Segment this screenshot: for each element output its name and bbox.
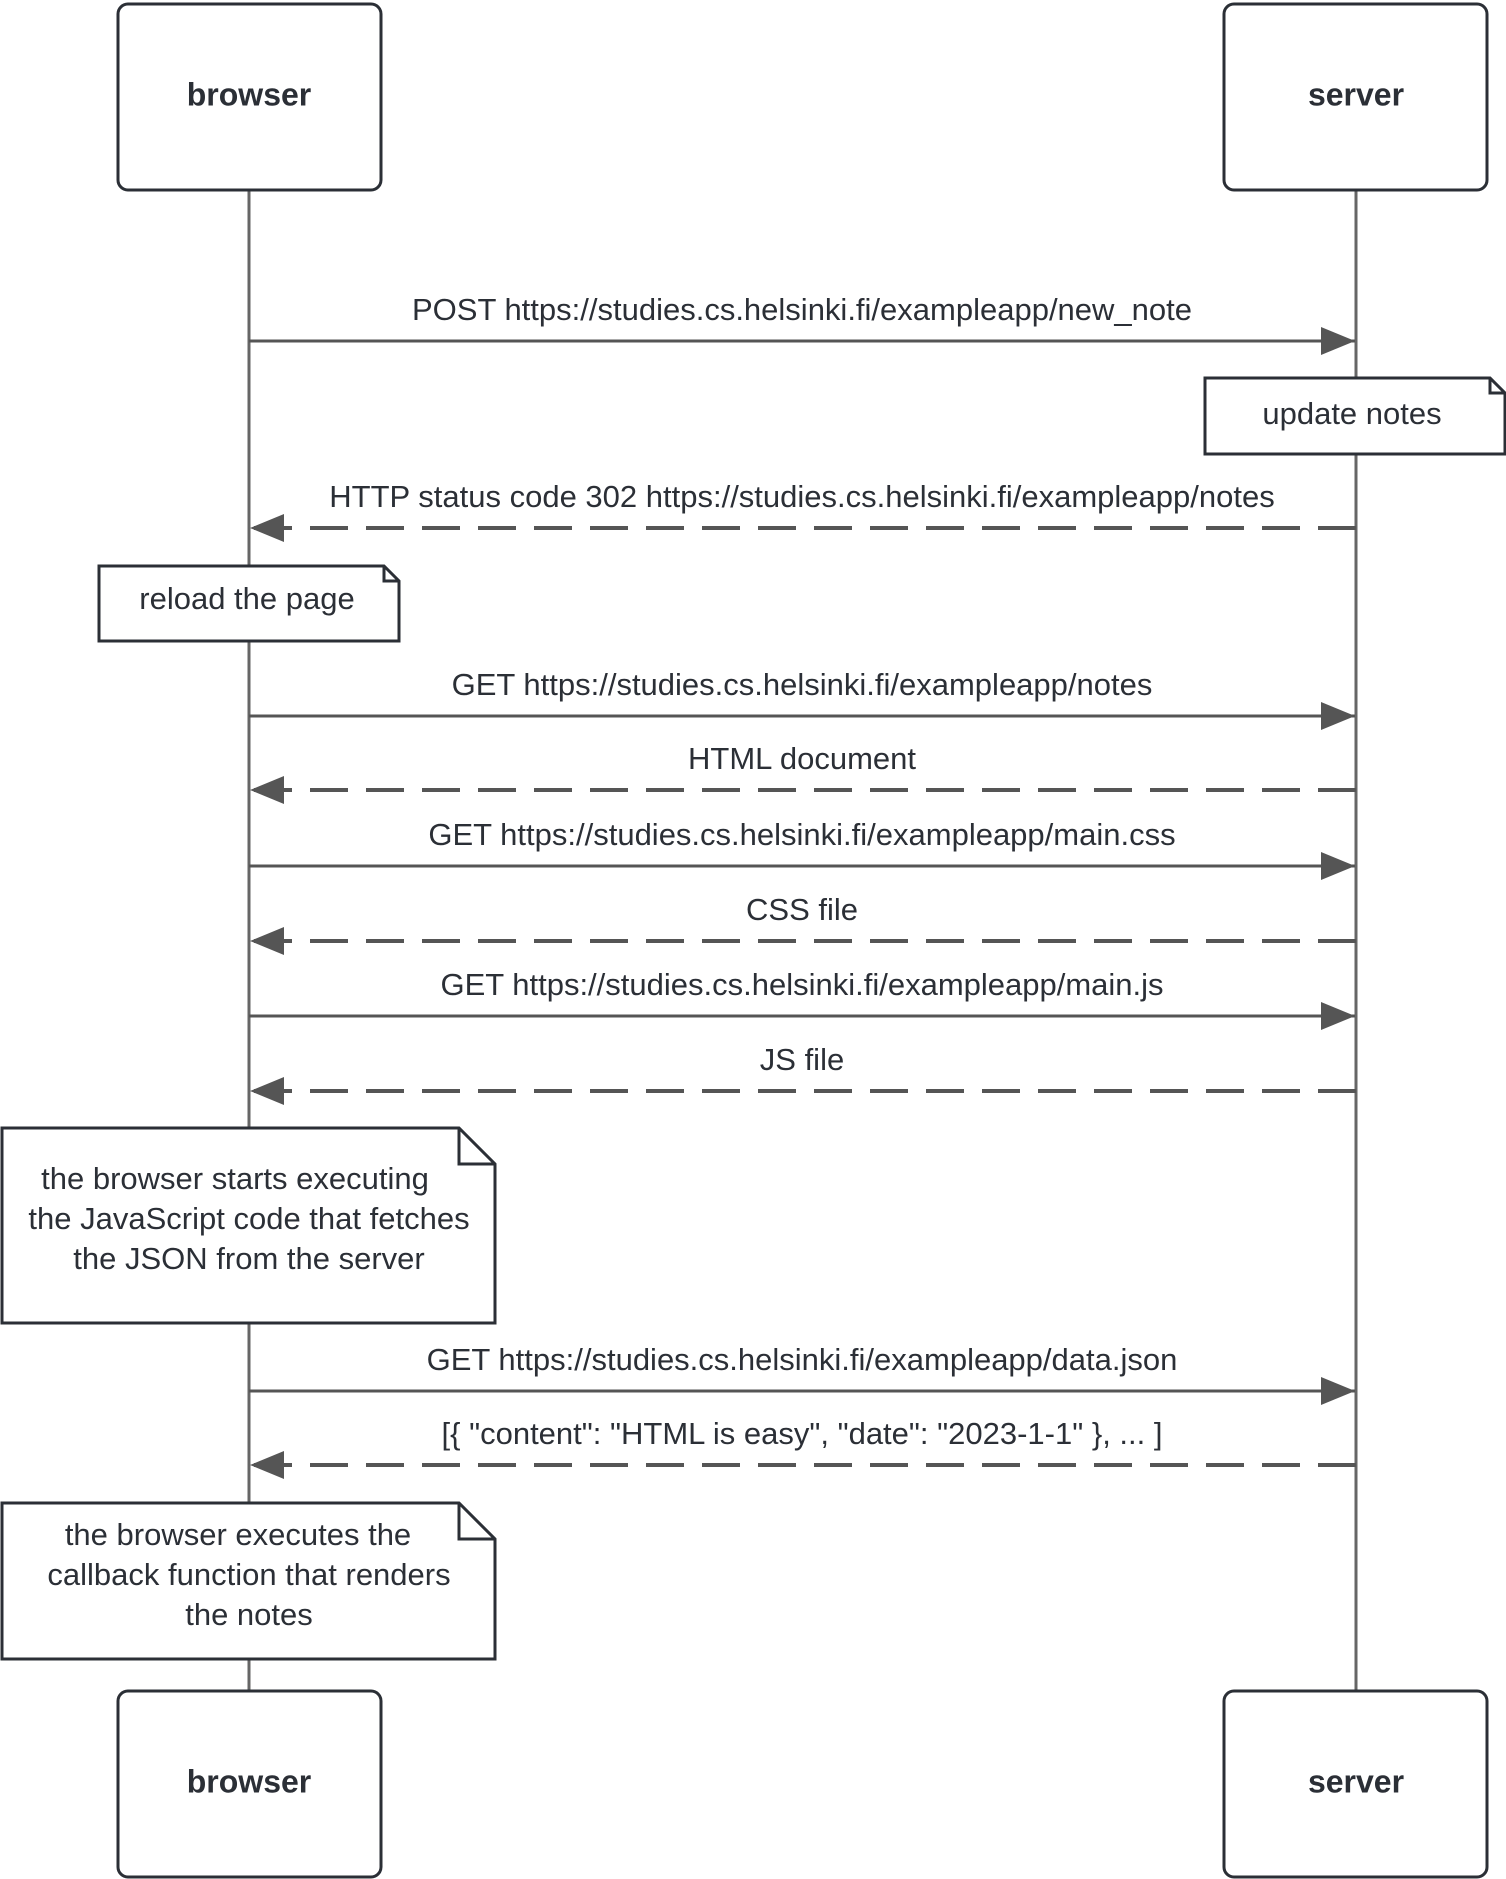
note-text-line: the JavaScript code that fetches	[28, 1201, 469, 1236]
message-label: CSS file	[746, 892, 858, 927]
message-get-main-js: GET https://studies.cs.helsinki.fi/examp…	[249, 967, 1355, 1030]
message-get-notes: GET https://studies.cs.helsinki.fi/examp…	[249, 667, 1355, 730]
participant-browser-bottom: browser	[116, 1689, 383, 1879]
participant-browser-top: browser	[116, 2, 383, 192]
message-redirect-302: HTTP status code 302 https://studies.cs.…	[250, 479, 1356, 542]
message-get-data-json: GET https://studies.cs.helsinki.fi/examp…	[249, 1342, 1355, 1405]
participant-server-top-label: server	[1308, 76, 1404, 112]
message-label: POST https://studies.cs.helsinki.fi/exam…	[412, 292, 1192, 327]
participant-browser-bottom-label: browser	[187, 1763, 311, 1799]
message-json-response: [{ "content": "HTML is easy", "date": "2…	[250, 1416, 1356, 1479]
note-callback-renders-notes: the browser executes the callback functi…	[0, 1501, 497, 1661]
note-text-line: the browser executes the	[65, 1517, 411, 1552]
message-label: [{ "content": "HTML is easy", "date": "2…	[442, 1416, 1163, 1451]
note-text-line: callback function that renders	[47, 1557, 450, 1592]
note-update-notes: update notes	[1203, 376, 1506, 456]
message-html-document: HTML document	[250, 741, 1356, 804]
note-text-line: update notes	[1262, 396, 1441, 431]
message-label: GET https://studies.cs.helsinki.fi/examp…	[428, 817, 1175, 852]
note-text-line: the browser starts executing	[41, 1161, 429, 1196]
note-text-line: the JSON from the server	[73, 1241, 424, 1276]
note-reload-page: reload the page	[97, 564, 401, 643]
participant-server-bottom-label: server	[1308, 1763, 1404, 1799]
note-text-line: the notes	[185, 1597, 313, 1632]
message-label: HTTP status code 302 https://studies.cs.…	[329, 479, 1274, 514]
message-label: GET https://studies.cs.helsinki.fi/examp…	[440, 967, 1163, 1002]
message-label: HTML document	[688, 741, 916, 776]
message-label: JS file	[760, 1042, 844, 1077]
message-js-file: JS file	[250, 1042, 1356, 1105]
message-get-main-css: GET https://studies.cs.helsinki.fi/examp…	[249, 817, 1355, 880]
note-browser-executes-js: the browser starts executing the JavaScr…	[0, 1126, 497, 1325]
participant-server-bottom: server	[1222, 1689, 1489, 1879]
participant-browser-top-label: browser	[187, 76, 311, 112]
message-css-file: CSS file	[250, 892, 1356, 955]
message-post-new-note: POST https://studies.cs.helsinki.fi/exam…	[249, 292, 1355, 355]
message-label: GET https://studies.cs.helsinki.fi/examp…	[427, 1342, 1178, 1377]
participant-server-top: server	[1222, 2, 1489, 192]
note-text-line: reload the page	[139, 581, 354, 616]
message-label: GET https://studies.cs.helsinki.fi/examp…	[452, 667, 1153, 702]
